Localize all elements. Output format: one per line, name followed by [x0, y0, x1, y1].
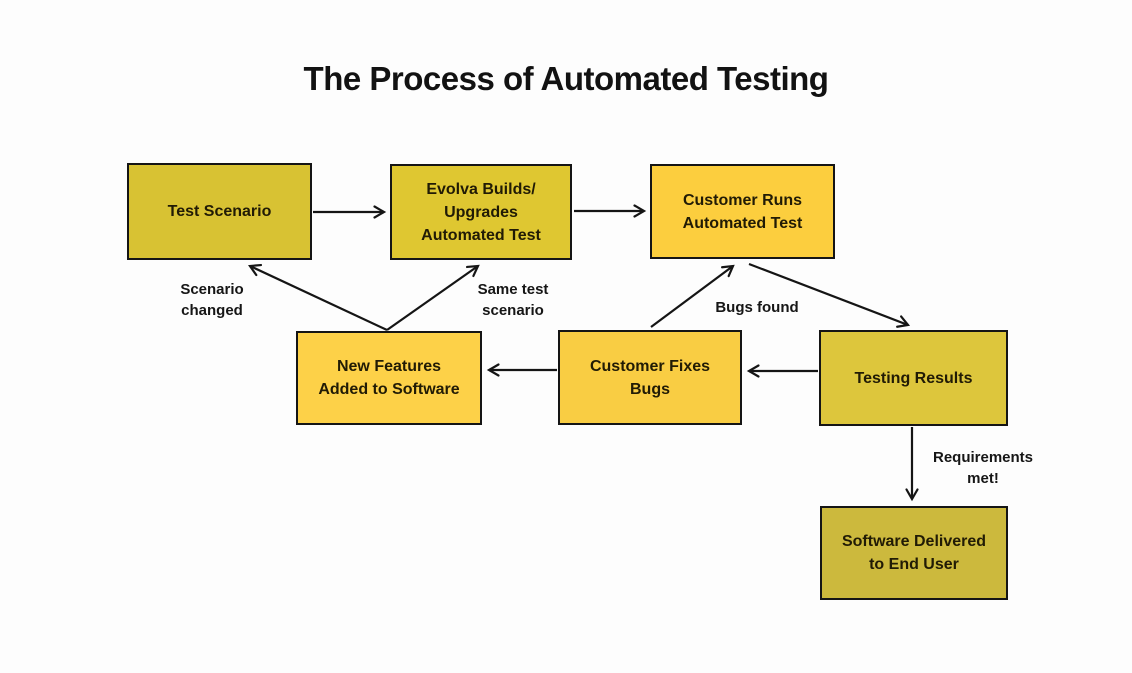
edge-label-same-test-scenario: Same test scenario — [477, 281, 549, 319]
node-test-scenario: Test Scenario — [127, 163, 312, 260]
node-software-delivered-to-end-user: Software Delivered to End User — [820, 506, 1008, 600]
edge-label-requirements-met: Requirements met! — [932, 449, 1034, 487]
node-customer-runs-automated-test: Customer Runs Automated Test — [650, 164, 835, 259]
page-title: The Process of Automated Testing — [303, 60, 829, 97]
node-customer-fixes-bugs: Customer Fixes Bugs — [558, 330, 742, 425]
edge-label-scenario-changed: Scenario changed — [180, 281, 244, 319]
edge-label-bugs-found: Bugs found — [715, 299, 799, 316]
node-evolva-builds-upgrades-automated-test: Evolva Builds/ Upgrades Automated Test — [390, 164, 572, 260]
node-testing-results: Testing Results — [819, 330, 1008, 426]
node-new-features-added-to-software: New Features Added to Software — [296, 331, 482, 425]
